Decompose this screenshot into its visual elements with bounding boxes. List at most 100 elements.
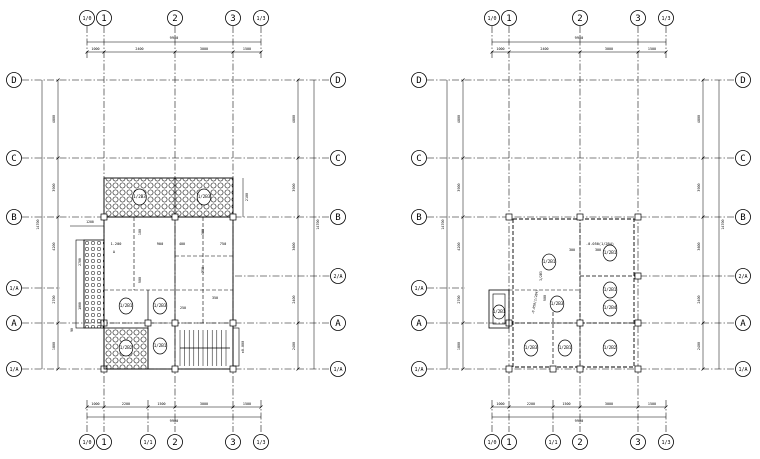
- axis-label: 2: [577, 14, 582, 24]
- dimension-tick: [296, 367, 300, 371]
- axis-bubble: [572, 434, 588, 450]
- panel-tag: [118, 297, 134, 315]
- dimension-label: -0.050(1/2B4): [586, 242, 614, 246]
- dimension-label: 1500: [562, 402, 570, 406]
- axis-bubble: [330, 150, 346, 166]
- panel-tag: [523, 339, 539, 357]
- panel-label: 1/2B1: [604, 287, 617, 292]
- axis-label: B: [11, 213, 16, 223]
- dimension-tick: [701, 367, 705, 371]
- axis-bubble: [501, 10, 517, 26]
- dimension-label: 300: [595, 248, 601, 252]
- annex-edge: [75, 239, 85, 329]
- axis-label: 3: [635, 14, 640, 24]
- axis-bubble: [6, 150, 22, 166]
- axis-label: C: [740, 154, 745, 164]
- dimension-tick: [461, 215, 465, 219]
- panel-label: 1/2B1: [604, 250, 617, 255]
- dimension-label: 3000: [200, 402, 208, 406]
- elevation-note: -0.050(1/2B4): [531, 289, 539, 314]
- panel-tag: [602, 244, 618, 262]
- panel-label: 1/2B1: [154, 343, 167, 348]
- column: [634, 272, 642, 280]
- dimension-label: 2400: [697, 295, 701, 303]
- axis-bubble: [411, 315, 427, 331]
- dimension-tick: [701, 321, 705, 325]
- dimension-label: 90: [70, 328, 74, 332]
- axis-label: 1/0: [82, 16, 91, 22]
- dimension-tick: [507, 50, 511, 54]
- dimension-label: 750: [201, 267, 205, 273]
- axis-label: D: [416, 76, 421, 86]
- axis-label: 1/1: [548, 440, 557, 446]
- axis-label: C: [11, 154, 16, 164]
- panel-tag: [602, 339, 618, 357]
- dimension-label: 2400: [540, 47, 548, 51]
- axis-bubble: [411, 209, 427, 225]
- dimension-label: 2200: [122, 402, 130, 406]
- stair-landing: [232, 327, 240, 367]
- axis-bubble: [411, 361, 427, 377]
- dimension-tick: [56, 367, 60, 371]
- axis-bubble: [735, 315, 751, 331]
- dimension-label: 4800: [292, 115, 296, 123]
- axis-label: 2: [172, 14, 177, 24]
- axis-bubble: [6, 209, 22, 225]
- dimension-tick: [664, 50, 668, 54]
- dimension-tick: [146, 405, 150, 409]
- panel-label: 1/2B1: [559, 345, 572, 350]
- dimension-tick: [231, 50, 235, 54]
- dimension-label: 1500: [648, 47, 656, 51]
- dimension-tick: [56, 321, 60, 325]
- dimension-label: 900: [138, 277, 142, 283]
- dimension-label: A: [113, 250, 116, 254]
- dimension-tick: [173, 405, 177, 409]
- axis-label: 1/3: [256, 440, 265, 446]
- dimension-label: 2400: [135, 47, 143, 51]
- column: [634, 319, 642, 327]
- axis-bubble: [330, 361, 346, 377]
- dimension-tick: [636, 405, 640, 409]
- dimension-tick: [701, 156, 705, 160]
- axis-bubble: [79, 434, 95, 450]
- dimension-label: 1000: [496, 47, 504, 51]
- dimension-tick: [296, 78, 300, 82]
- dimension-tick: [56, 78, 60, 82]
- dimension-label: 4800: [697, 115, 701, 123]
- panel-label: 1/2B4: [604, 305, 617, 310]
- dimension-label: 1000: [91, 47, 99, 51]
- hatched-slab: [103, 327, 149, 370]
- dimension-tick: [701, 78, 705, 82]
- axis-label: 1: [101, 14, 106, 24]
- dimension-label: 3900: [697, 183, 701, 191]
- panel-tag: [152, 297, 168, 315]
- dimension-tick: [56, 215, 60, 219]
- axis-bubble: [658, 10, 674, 26]
- dimension-label: 1000: [91, 402, 99, 406]
- axis-bubble: [501, 434, 517, 450]
- axis-label: 1/0: [82, 440, 91, 446]
- dimension-label: 3900: [457, 183, 461, 191]
- dimension-tick: [551, 405, 555, 409]
- dimension-tick: [490, 405, 494, 409]
- dimension-label: 4800: [52, 115, 56, 123]
- dimension-tick: [507, 405, 511, 409]
- column: [576, 319, 584, 327]
- axis-bubble: [96, 434, 112, 450]
- axis-label: 2/A: [738, 274, 747, 280]
- axis-bubble: [484, 10, 500, 26]
- axis-bubble: [411, 72, 427, 88]
- axis-bubble: [6, 280, 22, 296]
- dimension-tick: [636, 50, 640, 54]
- panel-tag: [549, 295, 565, 313]
- axis-bubble: [735, 361, 751, 377]
- panel-label: 1/2B1: [493, 309, 506, 314]
- dimension-label: 3000: [605, 47, 613, 51]
- dimension-label: 3900: [52, 183, 56, 191]
- axis-label: 1: [506, 438, 511, 448]
- axis-label: 1/1: [143, 440, 152, 446]
- dimension-label: 1500: [243, 402, 251, 406]
- axis-label: 3: [230, 14, 235, 24]
- axis-label: 1/A: [414, 286, 423, 292]
- column: [100, 213, 108, 221]
